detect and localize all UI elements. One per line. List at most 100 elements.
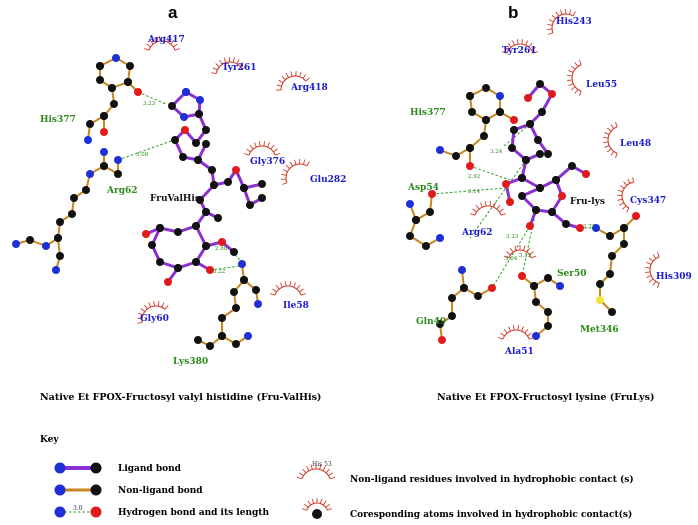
atoms [12,54,640,350]
hbond-length: 3.08 [136,152,149,158]
arc-spoke [551,14,556,19]
carbon-atom [606,232,614,240]
arc-line [474,205,502,216]
nitrogen-atom [458,266,466,274]
carbon-atom [218,314,226,322]
arc-spoke [574,62,579,67]
arc-spoke [299,288,304,293]
arc-spoke [568,70,574,73]
arc-spoke [269,293,275,296]
key-hydrophobic-atoms-label: Coresponding atoms involved in hydrophob… [350,509,632,520]
arc-spoke [322,466,326,471]
hydrogen-bonds [117,91,596,289]
nitrogen-atom [42,242,50,250]
carbon-atom [195,110,203,118]
arc-spoke [263,141,266,147]
arc-spoke [572,11,576,17]
arc-spoke [531,255,537,259]
carbon-atom [68,210,76,218]
arc-spoke [657,251,660,257]
oxygen-atom [142,230,150,238]
carbon-atom [224,178,232,186]
arc-spoke [512,325,515,331]
panel-b-caption: Native Et FPOX-Fructosyl lysine (FruLys) [437,392,654,403]
arc-spoke [285,164,290,169]
hydrogen-bond [503,123,531,147]
arc-spoke [574,89,579,94]
carbon-atom [536,80,544,88]
hydrophobic-contact-arc [301,498,333,511]
carbon-atom [202,208,210,216]
arc-spoke [480,202,483,208]
residue-label-his377: His377 [40,115,76,125]
sulfur-atom [596,296,604,304]
oxygen-atom [576,224,584,232]
arc-spoke [560,9,563,15]
arc-spoke [311,498,315,504]
arc-spoke [254,142,257,148]
key-nitrogen-atom [54,462,66,474]
covalent-bonds [15,57,637,347]
carbon-atom [194,336,202,344]
arc-line [285,163,308,183]
arc-spoke [140,308,146,313]
oxygen-atom [164,278,172,286]
arc-spoke [302,468,307,474]
arc-spoke [648,278,654,283]
arc-spoke [281,173,287,176]
residue-label-gln49: Gln49 [416,317,446,327]
arc-spoke [146,43,151,48]
nitrogen-atom [84,136,92,144]
nitrogen-atom [12,240,20,248]
hydrophobic-contact-arc [567,59,582,97]
carbon-atom [480,132,488,140]
arc-spoke [284,281,287,287]
carbon-atom [448,312,456,320]
arc-spoke [306,466,310,471]
oxygen-atom [181,126,189,134]
arc-spoke [161,302,165,308]
carbon-atom [608,252,616,260]
arc-spoke [646,262,652,265]
hbond-length: 3.24 [490,149,503,155]
carbon-atom [468,108,476,116]
carbon-atom [194,156,202,164]
carbon-atom [114,170,122,178]
arc-spoke [509,247,514,253]
arc-spoke [555,11,559,17]
carbon-atom [534,136,542,144]
carbon-atom [174,264,182,272]
carbon-atom [536,184,544,192]
arc-spoke [236,59,240,64]
arc-spoke [547,32,553,35]
hydrophobic-contact-arc [243,141,281,156]
carbon-atom [202,126,210,134]
key-hbond-sample-length: 3.0 [73,505,83,512]
oxygen-atom [218,238,226,246]
panel-a-caption: Native Et FPOX-Fructosyl valyl histidine… [40,392,321,403]
hydrogen-bond [431,187,507,195]
oxygen-atom [232,166,240,174]
hydrophobic-contact-arc [211,56,247,75]
arc-line [649,256,660,284]
oxygen-atom [428,190,436,198]
carbon-atom [258,194,266,202]
hydrophobic-contact-arc [503,245,537,259]
carbon-atom [218,332,226,340]
arc-spoke [296,284,301,290]
nitrogen-atom [112,54,120,62]
arc-spoke [646,275,652,278]
arc-spoke [329,476,335,480]
arc-spoke [603,136,609,139]
nitrogen-atom [238,260,246,268]
arc-spoke [270,144,275,150]
arc-spoke [606,127,612,132]
carbon-atom [96,76,104,84]
carbon-atom [156,258,164,266]
carbon-atom [240,184,248,192]
hydrogen-bond [521,209,537,277]
arc-spoke [144,304,148,310]
arc-spoke [246,148,251,153]
arc-spoke [325,503,330,508]
